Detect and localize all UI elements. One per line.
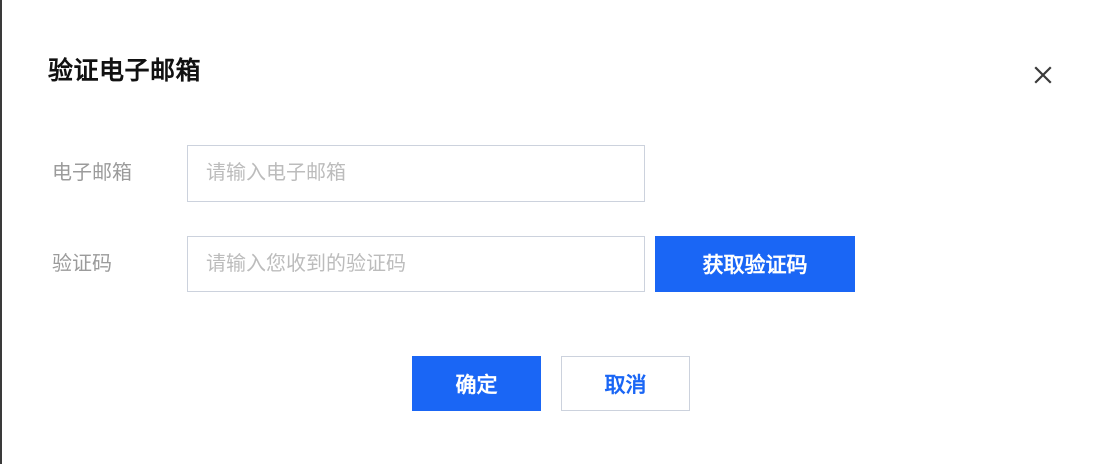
cancel-button[interactable]: 取消 <box>561 356 690 411</box>
dialog-header: 验证电子邮箱 <box>2 0 1100 120</box>
send-verification-code-button[interactable]: 获取验证码 <box>655 236 855 292</box>
close-button[interactable] <box>1028 60 1058 90</box>
page-title: 验证电子邮箱 <box>48 57 202 85</box>
dialog-footer: 确定 取消 <box>2 356 1100 411</box>
confirm-button[interactable]: 确定 <box>412 356 541 411</box>
close-icon <box>1033 65 1053 85</box>
form-row-verification-code: 验证码 获取验证码 <box>2 236 855 292</box>
verification-code-input[interactable] <box>187 236 645 292</box>
email-field-label: 电子邮箱 <box>52 162 132 184</box>
form-row-email: 电子邮箱 <box>2 145 645 202</box>
verification-code-field-label: 验证码 <box>52 253 112 275</box>
email-input[interactable] <box>187 145 645 202</box>
